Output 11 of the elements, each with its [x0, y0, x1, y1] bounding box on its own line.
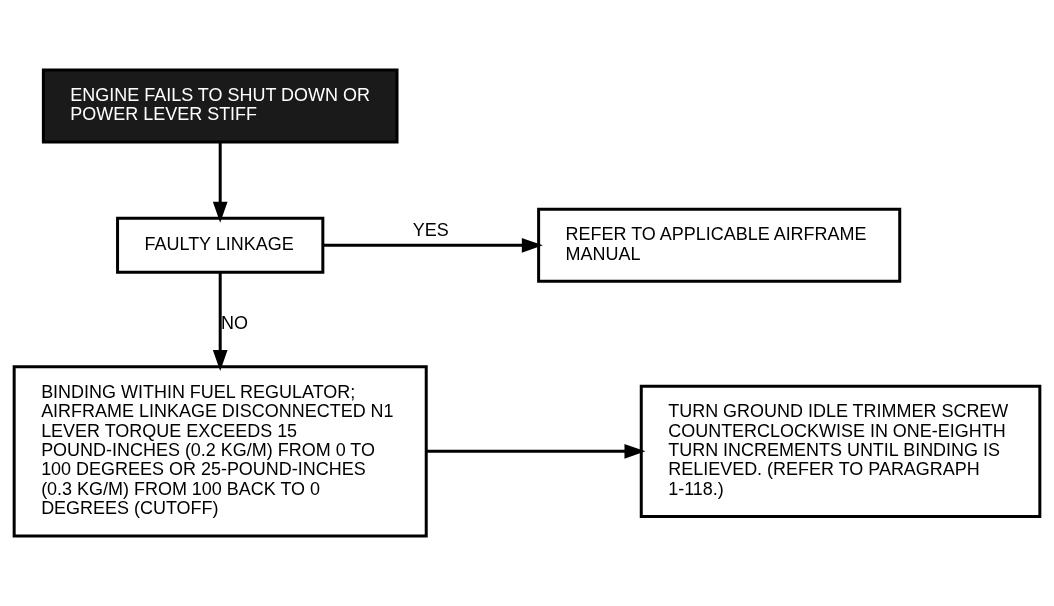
node-box: BINDING WITHIN FUEL REGULATOR; AIRFRAME LINKAGE DISCONNECTED N1 LEVER TORQUE EXCEEDS 15 POUND-INCHES (0.2 KG/M) FROM 0 TO 100 DEGREES OR 25-POUND-INCHES (0.3 KG/M) FROM 100 BACK TO 0 DEGREES (CUTOFF)	[12, 365, 428, 538]
arrow	[212, 142, 228, 223]
node-box: REFER TO APPLICABLE AIRFRAME MANUAL	[537, 207, 902, 283]
node-box: ENGINE FAILS TO SHUT DOWN OR POWER LEVER STIFF	[41, 68, 399, 144]
arrow	[426, 444, 646, 459]
edge-label: YES	[412, 219, 449, 240]
arrow	[212, 272, 228, 371]
node-box: FAULTY LINKAGE	[116, 216, 325, 274]
edge-label: NO	[220, 312, 248, 333]
arrow	[322, 237, 543, 253]
node-box: TURN GROUND IDLE TRIMMER SCREW COUNTERCLOCKWISE IN ONE-EIGHTH TURN INCREMENTS UNTIL BINDING IS RELIEVED. (REFER TO PARAGRAPH 1-118.)	[639, 384, 1042, 519]
